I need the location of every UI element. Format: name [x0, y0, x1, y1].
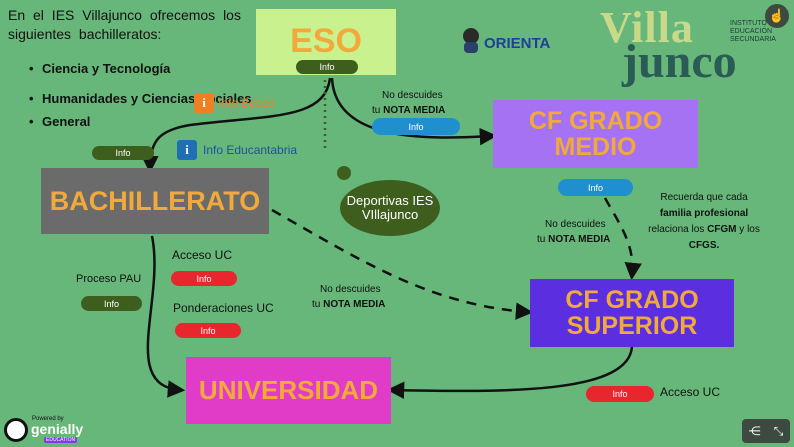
orienta-label[interactable]: ORIENTA: [484, 35, 551, 52]
node-universidad-label: UNIVERSIDAD: [198, 374, 379, 405]
arrow-bach-universidad: [146, 235, 186, 398]
label-acceso-uc-2: Acceso UC: [660, 385, 721, 399]
info-icon[interactable]: i: [194, 93, 214, 113]
nota-media-right: No descuides tu NOTA MEDIA: [537, 219, 611, 245]
villajunco-logo: Villa junco INSTITUTO EDUCACIÓN SECUNDAR…: [600, 3, 776, 88]
label-acceso-uc: Acceso UC: [172, 248, 233, 262]
arrow-bach-cfsuperior: [271, 208, 534, 320]
intro-text: En el IES Villajunco ofrecemos los sigui…: [8, 7, 241, 42]
node-eso-label: ESO: [290, 22, 362, 61]
node-bachillerato-label: BACHILLERATO: [49, 185, 261, 216]
info-button-bachillerato[interactable]: Info: [92, 146, 154, 160]
nota-media-top: No descuides tu NOTA MEDIA: [372, 90, 446, 116]
link-info-becas[interactable]: Info Becas: [218, 96, 275, 110]
arrow-cfsuperior-universidad: [386, 345, 634, 399]
label-ponderaciones-uc: Ponderaciones UC: [173, 301, 274, 315]
label-proceso-pau: Proceso PAU: [76, 273, 142, 285]
info-button-eso[interactable]: Info: [296, 60, 358, 74]
touch-icon[interactable]: ☝: [765, 4, 789, 28]
node-cf-medio: CF GRADO MEDIO: [493, 100, 698, 168]
node-deportivas-label: Deportivas IES VIllajunco: [346, 193, 434, 222]
orienta-avatar-icon: [460, 27, 482, 53]
node-universidad: UNIVERSIDAD: [186, 357, 391, 424]
bottom-controls: ⋲ ⤡: [742, 419, 790, 443]
info-button-nota-media[interactable]: Info: [372, 118, 460, 135]
node-cf-superior: CF GRADO SUPERIOR: [530, 279, 734, 347]
info-button-acceso-uc[interactable]: Info: [171, 271, 237, 286]
node-cf-superior-label: CF GRADO SUPERIOR: [565, 285, 699, 340]
arrow-eso-bachillerato: [141, 77, 332, 174]
genially-logo-icon: [4, 418, 28, 442]
nota-media-middle: No descuides tu NOTA MEDIA: [312, 284, 386, 310]
info-button-ponderaciones[interactable]: Info: [175, 323, 241, 338]
info-button-proceso-pau[interactable]: Info: [81, 296, 142, 311]
node-cf-medio-label: CF GRADO MEDIO: [528, 106, 663, 161]
fullscreen-icon[interactable]: ⤡: [773, 423, 784, 438]
link-info-educantabria[interactable]: Info Educantabria: [203, 143, 298, 157]
note-familia-profesional: Recuerda que cada familia profesional re…: [648, 192, 760, 251]
info-icon[interactable]: i: [177, 140, 197, 160]
share-icon[interactable]: ⋲: [748, 424, 761, 438]
node-deportivas[interactable]: Deportivas IES VIllajunco: [340, 180, 440, 236]
info-button-acceso-uc-2[interactable]: Info: [586, 386, 654, 402]
list-item: Ciencia y Tecnología: [29, 61, 170, 76]
info-button-cf-medio[interactable]: Info: [558, 179, 633, 196]
arrow-cfmedio-cfsuperior: [603, 197, 642, 281]
node-bachillerato: BACHILLERATO: [41, 168, 269, 234]
list-item: General: [29, 114, 91, 129]
genially-badge[interactable]: Powered by genially EDUCATION: [4, 416, 83, 444]
